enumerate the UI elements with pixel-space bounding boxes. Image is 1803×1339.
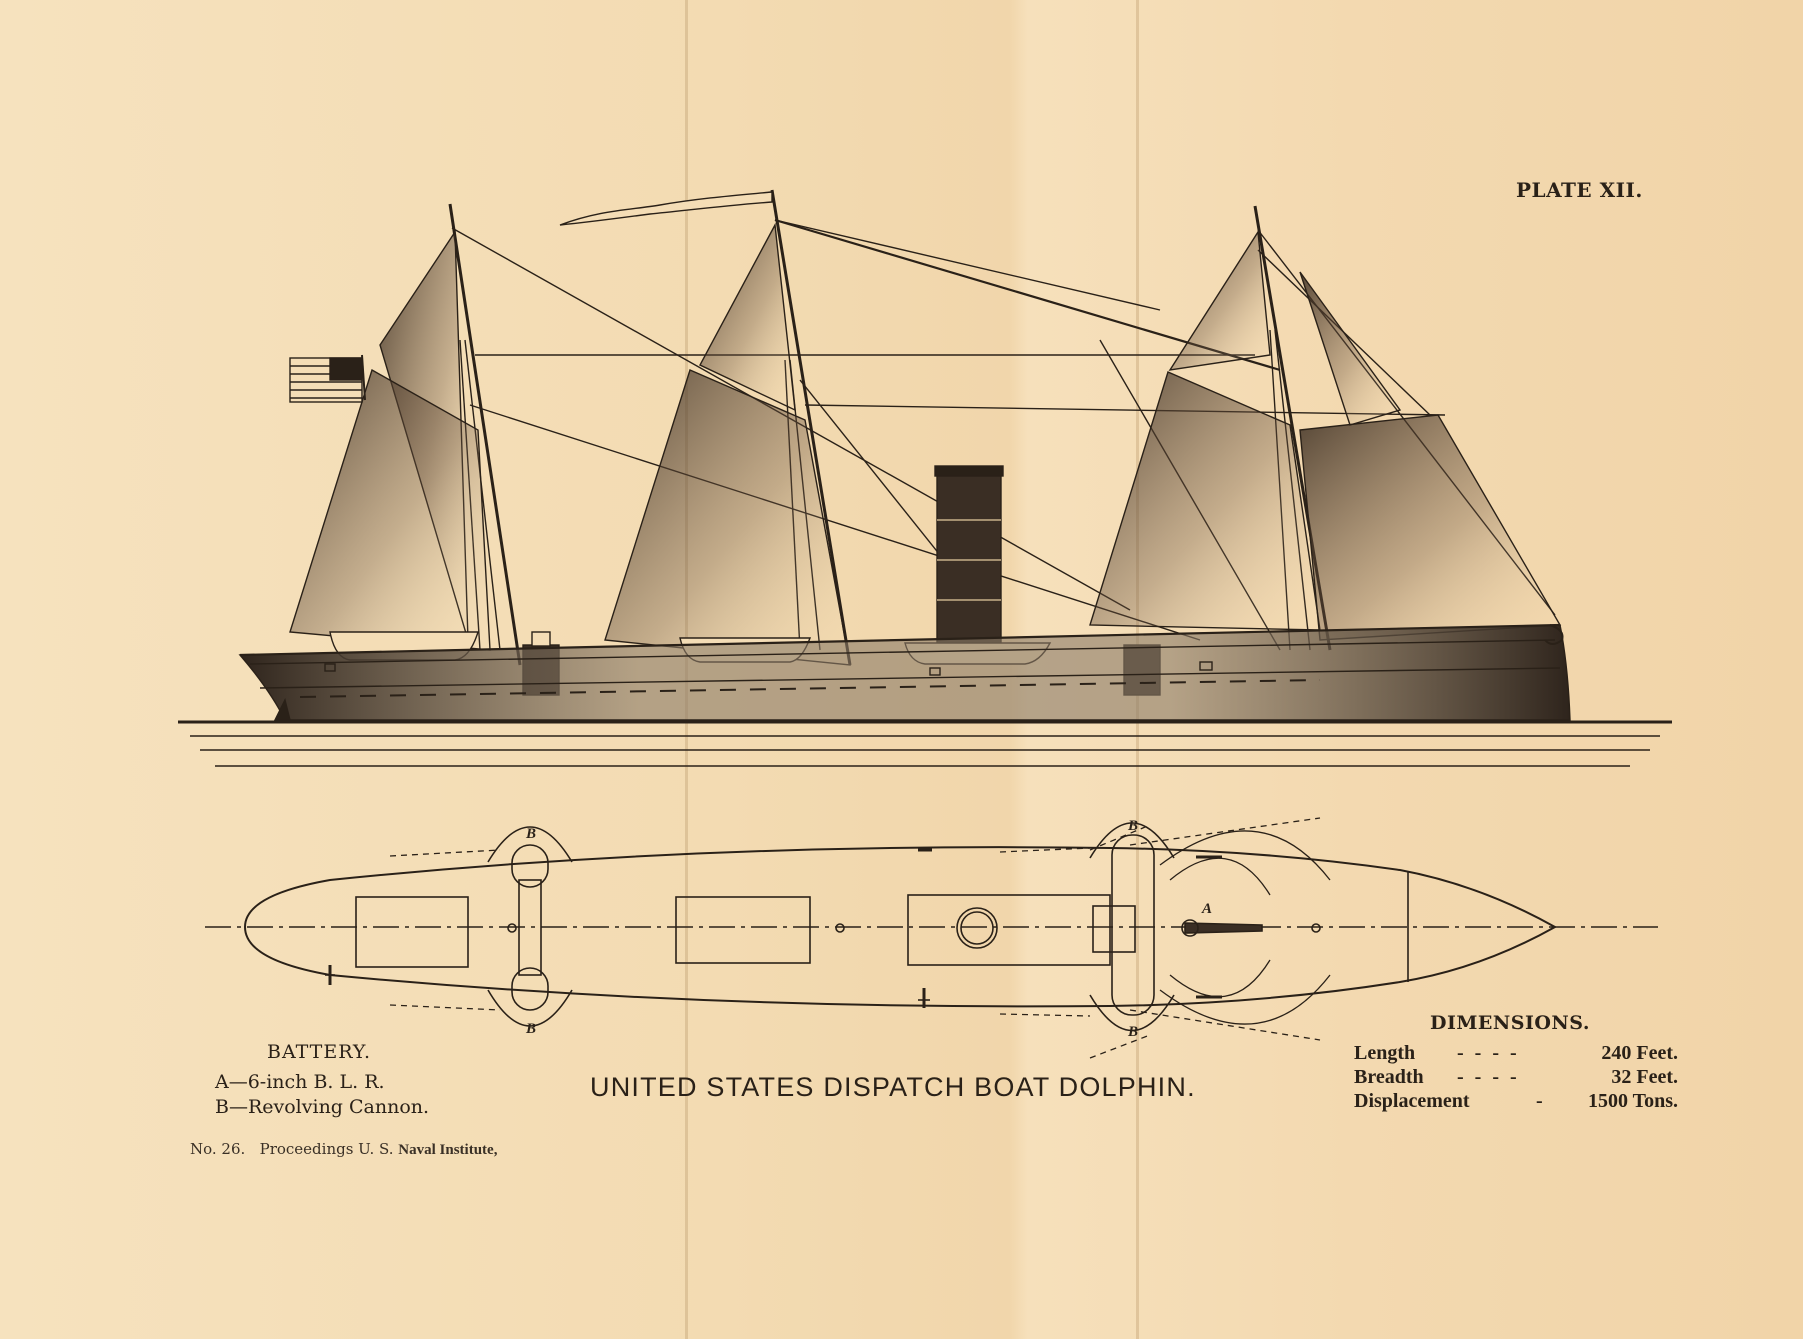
dimension-label: Displacement	[1354, 1090, 1470, 1112]
dimension-value: 32 Feet.	[1611, 1066, 1678, 1088]
fore-mast	[448, 203, 522, 666]
smokestack	[934, 465, 1004, 646]
dimension-leader: -	[1536, 1090, 1546, 1112]
deck-plan	[205, 817, 1658, 1059]
sponson-fore	[1089, 822, 1175, 1032]
dimension-value: 240 Feet.	[1601, 1042, 1678, 1064]
deck-outline	[243, 846, 1558, 1008]
main-topsail	[699, 222, 796, 412]
dimension-label: Breadth	[1354, 1066, 1424, 1088]
side-elevation	[178, 189, 1672, 767]
main-sail	[604, 369, 851, 666]
deckhouse-engine	[907, 894, 1111, 966]
plate-number: PLATE XII.	[1516, 178, 1643, 202]
spanker	[1299, 414, 1562, 641]
label-b: B	[1127, 818, 1138, 834]
label-b: B	[525, 826, 536, 842]
plate-title: UNITED STATES DISPATCH BOAT DOLPHIN.	[590, 1072, 1196, 1102]
label-a: A	[1201, 901, 1212, 917]
port-window	[1199, 661, 1213, 671]
footer-institute: Naval Institute,	[398, 1142, 498, 1158]
rail-line	[259, 667, 1561, 689]
dimension-label: Length	[1354, 1042, 1416, 1064]
dimension-row-displacement: Displacement - 1500 Tons.	[1354, 1090, 1678, 1114]
dimension-row-breadth: Breadth - - - - 32 Feet.	[1354, 1066, 1678, 1090]
mast-step-fore	[507, 923, 517, 933]
battery-item-b: B—Revolving Cannon.	[215, 1096, 430, 1118]
stay	[469, 404, 1201, 641]
us-flag-icon	[289, 354, 366, 403]
bow-ornament	[1544, 624, 1564, 645]
footer-citation: No. 26. Proceedings U. S. Naval Institut…	[190, 1140, 497, 1159]
dimensions-heading: DIMENSIONS.	[1430, 1012, 1590, 1034]
battery-heading: BATTERY.	[267, 1041, 372, 1063]
pennant	[559, 191, 773, 226]
hull	[238, 624, 1571, 721]
label-b: B	[1127, 1024, 1138, 1040]
hatch	[1092, 905, 1136, 953]
mizzen-topsail	[1168, 229, 1271, 371]
stay	[804, 404, 1446, 416]
dimension-leader: - - - -	[1457, 1066, 1520, 1088]
deckhouse-aft	[355, 896, 469, 968]
mast-step-mizzen	[1311, 923, 1321, 933]
rail-line	[249, 639, 1556, 665]
port-window	[929, 667, 941, 676]
deckhouse-mid	[675, 896, 811, 964]
rudder	[273, 697, 291, 721]
ports-line	[299, 679, 1321, 698]
footer-number: No. 26.	[190, 1140, 246, 1158]
shroud	[464, 339, 501, 651]
footer-journal: Proceedings U. S.	[259, 1140, 394, 1158]
gun-a-arcs	[389, 817, 1331, 1059]
port-window	[324, 663, 336, 672]
label-b: B	[525, 1021, 536, 1037]
main-mast	[770, 189, 852, 666]
dimension-row-length: Length - - - - 240 Feet.	[1354, 1042, 1678, 1066]
battery-item-a: A—6-inch B. L. R.	[215, 1071, 385, 1093]
spanker-top	[1299, 271, 1402, 426]
dimension-leader: - - - -	[1457, 1042, 1520, 1064]
mizzen-sail	[1089, 371, 1321, 631]
dimension-value: 1500 Tons.	[1587, 1090, 1678, 1112]
gun-a-mount	[1181, 919, 1199, 937]
mast-step-main	[835, 923, 845, 933]
stay	[774, 219, 1161, 311]
gun-a	[1184, 922, 1263, 934]
sponson-aft	[487, 826, 573, 1027]
funnel-plan	[956, 907, 998, 949]
